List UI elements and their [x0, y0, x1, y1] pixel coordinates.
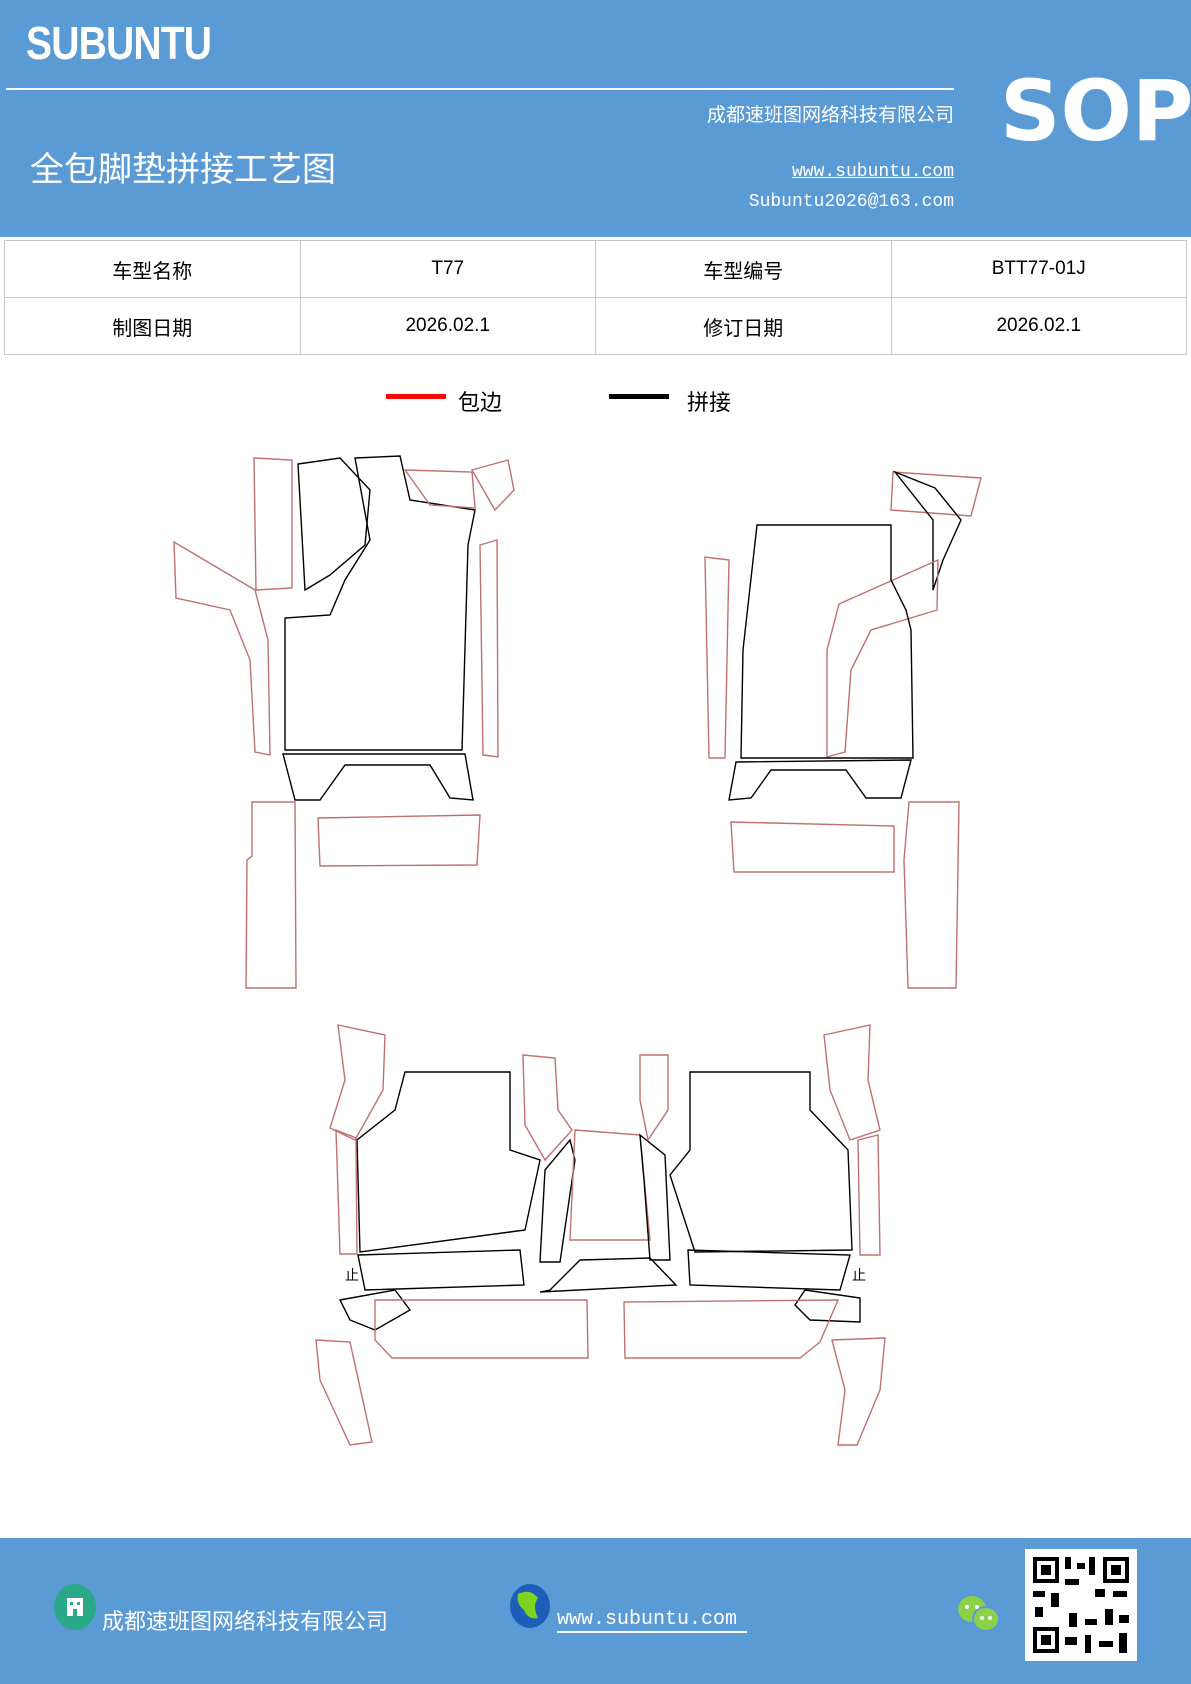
mat-piece [687, 1249, 851, 1291]
sop-badge: SOP [1000, 62, 1191, 160]
mat-piece [297, 457, 371, 592]
mat-piece [794, 1289, 861, 1323]
legend-label-seam: 拼接 [687, 391, 732, 416]
logo: SUBUNTU [26, 17, 212, 69]
table-row: 制图日期 2026.02.1 修订日期 2026.02.1 [4, 297, 1187, 355]
header-banner: SUBUNTU 成都速班图网络科技有限公司 全包脚垫拼接工艺图 www.subu… [0, 0, 1191, 237]
mat-piece [329, 1024, 386, 1141]
value-cell: T77 [299, 240, 596, 298]
mat-piece [253, 457, 293, 591]
value-cell: BTT77-01J [890, 240, 1187, 298]
mat-piece [357, 1249, 525, 1291]
mat-piece [730, 821, 895, 873]
mat-piece [282, 753, 474, 801]
mat-piece [539, 1257, 678, 1293]
mat-piece [374, 1299, 589, 1359]
mat-piece [403, 469, 476, 509]
page-title: 全包脚垫拼接工艺图 [30, 150, 336, 190]
footer: 成都速班图网络科技有限公司 www.subuntu.com [0, 1538, 1191, 1684]
mat-piece [335, 1128, 358, 1255]
mat-piece [903, 801, 960, 989]
divider [6, 88, 954, 90]
mat-piece [704, 556, 730, 759]
legend-swatch-black [609, 394, 669, 399]
label-cell: 车型名称 [4, 240, 301, 298]
front-right-set [704, 470, 982, 989]
rear-set: 止 止 [315, 1024, 886, 1446]
mat-piece [539, 1138, 576, 1263]
building-icon [54, 1584, 96, 1630]
mat-piece [470, 459, 515, 512]
front-left-set [173, 455, 515, 989]
value-cell: 2026.02.1 [299, 297, 596, 355]
mat-piece [569, 1129, 651, 1241]
mat-piece [740, 524, 914, 759]
mat-piece [890, 471, 982, 517]
mat-diagram: 止 止 [173, 455, 982, 1446]
mat-piece [669, 1071, 853, 1253]
mat-piece [728, 759, 912, 801]
stop-label: 止 [852, 1268, 866, 1284]
mat-piece [338, 1289, 412, 1331]
label-cell: 修订日期 [595, 297, 892, 355]
mat-piece [826, 558, 939, 758]
table-row: 车型名称 T77 车型编号 BTT77-01J [4, 240, 1187, 298]
website-link[interactable]: www.subuntu.com [791, 162, 954, 182]
globe-icon [510, 1584, 550, 1628]
wechat-icon [958, 1596, 1000, 1632]
mat-piece [479, 539, 499, 758]
company-name: 成都速班图网络科技有限公司 [706, 104, 954, 126]
mat-piece [639, 1133, 671, 1261]
legend-label-edge: 包边 [458, 391, 503, 416]
mat-piece [173, 540, 271, 756]
mat-piece [892, 470, 962, 591]
footer-website-link[interactable]: www.subuntu.com [557, 1608, 748, 1633]
mat-piece [823, 1024, 881, 1141]
footer-company: 成都速班图网络科技有限公司 [102, 1610, 389, 1635]
mat-piece [245, 801, 297, 989]
mat-piece [831, 1337, 886, 1446]
mat-piece [315, 1339, 373, 1446]
mat-piece [356, 1071, 541, 1253]
mat-piece [857, 1134, 881, 1256]
stop-label: 止 [345, 1268, 359, 1284]
value-cell: 2026.02.1 [890, 297, 1187, 355]
legend-swatch-red [386, 394, 446, 399]
qr-code[interactable] [1025, 1549, 1137, 1661]
mat-piece [522, 1054, 573, 1162]
info-table: 车型名称 T77 车型编号 BTT77-01J 制图日期 2026.02.1 修… [4, 240, 1187, 355]
mat-piece [317, 814, 481, 867]
mat-piece [284, 455, 476, 751]
mat-piece [639, 1054, 669, 1142]
label-cell: 车型编号 [595, 240, 892, 298]
email: Subuntu2026@163.com [748, 192, 954, 212]
label-cell: 制图日期 [4, 297, 301, 355]
mat-piece [623, 1299, 840, 1359]
